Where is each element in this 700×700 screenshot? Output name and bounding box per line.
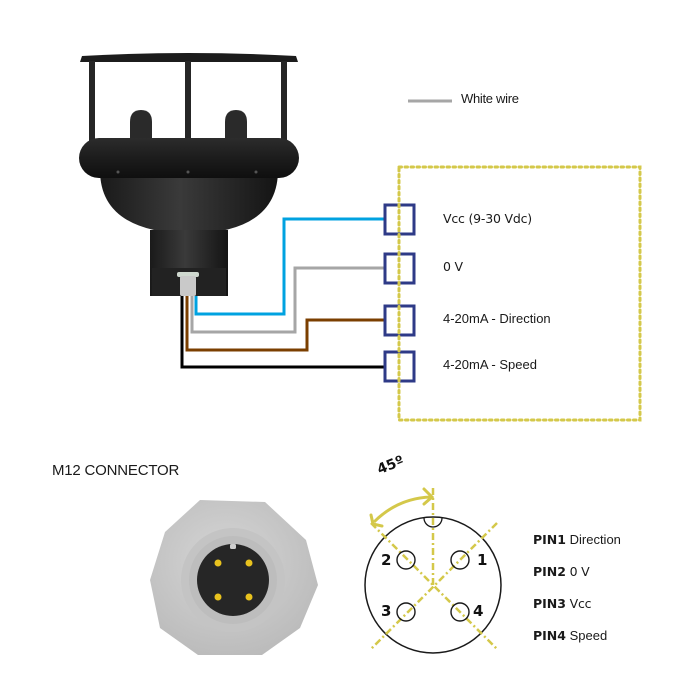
angle-arc <box>372 495 432 524</box>
pin-legend-row-1: PIN1 Direction <box>533 532 621 548</box>
pin-number-4: 4 <box>473 602 484 620</box>
pin-3-hole <box>396 602 416 622</box>
sensor-transducer-left <box>130 110 152 142</box>
sensor-post-right <box>281 61 287 143</box>
wire-white <box>190 266 384 334</box>
connector-outline <box>364 516 502 654</box>
wire-brown <box>185 296 384 352</box>
sensor-top-cap <box>80 53 298 62</box>
pin-number-1: 1 <box>477 551 488 569</box>
pin-legend-row-4: PIN4 Speed <box>533 628 607 644</box>
m12-pinout-schematic <box>364 487 502 654</box>
sensor-ring <box>79 138 299 178</box>
m12-connector-photo <box>150 500 318 655</box>
pin-function: Speed <box>569 628 608 643</box>
wire-blue <box>194 217 384 316</box>
angle-arrowhead-left <box>369 513 384 528</box>
pin-id: PIN1 <box>533 532 566 547</box>
connector-pin <box>245 593 253 601</box>
connector-pin <box>245 559 253 567</box>
terminal-label-speed: 4-20mA - Speed <box>443 357 537 372</box>
terminal-label-direction: 4-20mA - Direction <box>443 311 551 326</box>
wind-sensor-image <box>79 53 299 296</box>
angle-arrowhead-right <box>422 487 435 506</box>
pin-number-2: 2 <box>381 551 392 569</box>
wire-black <box>180 296 384 369</box>
legend-label-white-wire: White wire <box>461 91 519 106</box>
pin-id: PIN3 <box>533 596 566 611</box>
m12-connector-title: M12 CONNECTOR <box>52 462 180 479</box>
pin-legend-row-2: PIN2 0 V <box>533 564 590 580</box>
pin-function: Direction <box>569 532 621 547</box>
pin-function: Vcc <box>569 596 592 611</box>
connector-pin <box>214 593 222 601</box>
keying-notch <box>423 517 443 528</box>
sensor-post-center <box>185 61 191 143</box>
sensor-post-left <box>89 61 95 143</box>
connector-pin <box>214 559 222 567</box>
wires <box>180 217 384 369</box>
pin-id: PIN2 <box>533 564 566 579</box>
pin-id: PIN4 <box>533 628 566 643</box>
pin-1-hole <box>450 550 470 570</box>
terminal-label-vcc: Vcc (9-30 Vdc) <box>443 211 532 226</box>
sensor-bowl <box>100 170 278 234</box>
connector-face <box>197 544 269 616</box>
pin-4-hole <box>450 602 470 622</box>
pin-function: 0 V <box>569 564 590 579</box>
terminal-label-0v: 0 V <box>443 259 463 274</box>
cable-gland <box>177 272 199 277</box>
pin-2-hole <box>396 550 416 570</box>
pin-legend-row-3: PIN3 Vcc <box>533 596 592 612</box>
sensor-transducer-right <box>225 110 247 142</box>
pin-number-3: 3 <box>381 602 392 620</box>
terminal-enclosure <box>397 165 642 422</box>
